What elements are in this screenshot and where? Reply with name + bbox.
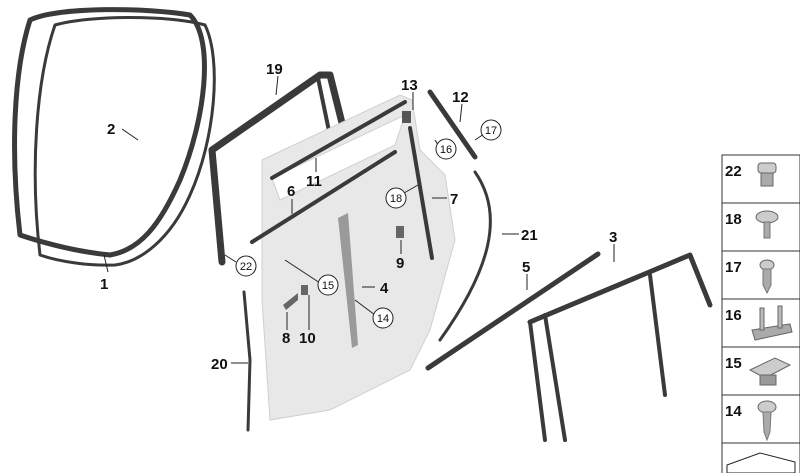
panel-label-17: 17 [725,259,742,276]
callout-10: 10 [299,330,316,347]
callout-8: 8 [282,330,290,347]
panel-label-15: 15 [725,355,742,372]
screw-icon [755,210,779,239]
callout-2: 2 [107,121,115,138]
callout-15: 15 [322,280,334,292]
callout-16: 16 [440,144,452,156]
wedge-icon [726,452,796,473]
callout-14: 14 [377,313,389,325]
panel-label-22: 22 [725,163,742,180]
clip-nut-icon [757,162,777,187]
circled-callouts: 14 15 16 17 18 22 [235,119,502,329]
door-seal-outer [12,7,216,267]
callout-17: 17 [485,125,497,137]
callout-9: 9 [396,255,404,272]
callout-5: 5 [522,259,530,276]
callout-19: 19 [266,61,283,78]
cage-nut-icon [748,357,792,386]
panel-label-14: 14 [725,403,742,420]
callout-6: 6 [287,183,295,200]
tapping-screw-icon [759,259,775,295]
panel-label-18: 18 [725,211,742,228]
wood-screw-icon [757,400,777,442]
b-pillar-trim [338,213,358,348]
callout-7: 7 [450,191,458,208]
callout-13: 13 [401,77,418,94]
callout-4: 4 [380,280,389,297]
callout-22: 22 [240,261,252,273]
callout-18: 18 [390,193,402,205]
callouts: 1 2 3 4 5 6 7 8 9 10 11 12 13 19 20 21 [100,61,617,373]
callout-11: 11 [306,173,322,190]
callout-21: 21 [521,227,538,244]
callout-20: 20 [211,356,228,373]
callout-12: 12 [452,89,469,106]
callout-3: 3 [609,229,617,246]
callout-1: 1 [100,276,108,293]
panel-label-16: 16 [725,307,742,324]
fastener-panel: 22 18 17 16 15 14 [721,154,800,473]
bracket-clip-icon [751,305,793,341]
